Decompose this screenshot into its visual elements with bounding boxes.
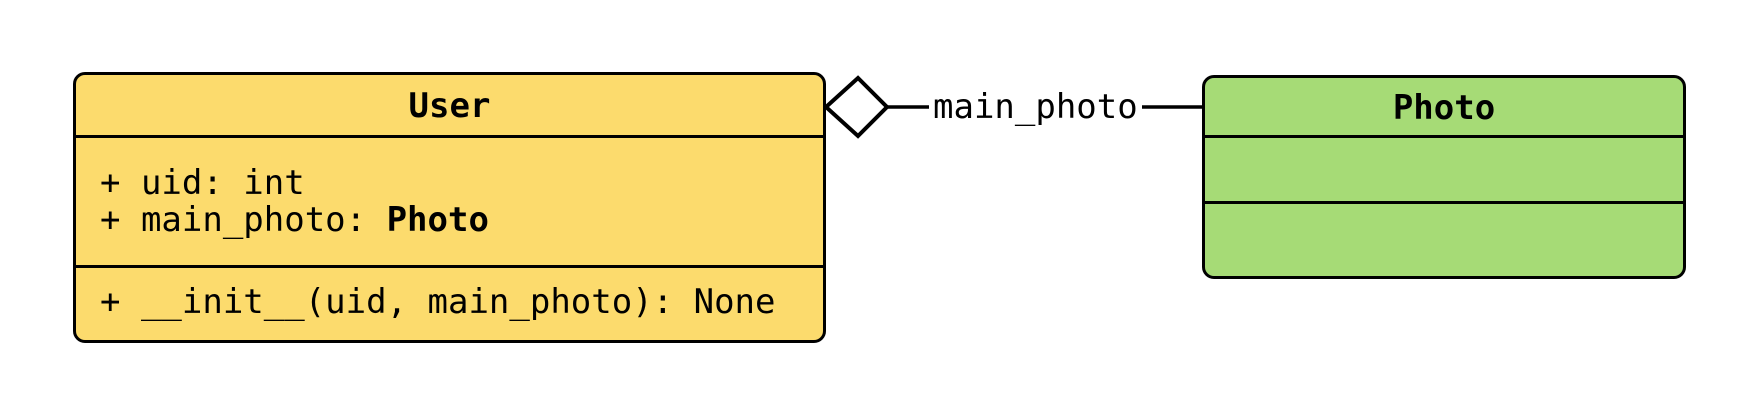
class-header-user: User [76, 75, 823, 135]
class-box-photo: Photo [1202, 75, 1686, 279]
connector-label: main_photo [929, 89, 1142, 126]
attribute-line: + uid: int [100, 165, 823, 202]
method-text: + __init__(uid, main_photo): None [100, 282, 776, 322]
method-line: + __init__(uid, main_photo): None [100, 284, 823, 321]
attribute-type-ref: Photo [386, 200, 489, 240]
class-methods-photo-empty [1205, 201, 1683, 276]
aggregation-diamond-icon [823, 75, 890, 139]
class-title-user: User [408, 86, 491, 126]
class-box-user: User + uid: int + main_photo: Photo + __… [73, 72, 826, 343]
class-title-photo: Photo [1392, 87, 1496, 128]
class-header-photo: Photo [1205, 78, 1683, 135]
class-attributes-photo-empty [1205, 135, 1683, 201]
attribute-text: + uid: int [100, 163, 305, 203]
class-attributes-user: + uid: int + main_photo: Photo [76, 135, 823, 265]
class-methods-user: + __init__(uid, main_photo): None [76, 265, 823, 340]
attribute-text: + main_photo: [100, 200, 387, 240]
attribute-line: + main_photo: Photo [100, 202, 823, 239]
